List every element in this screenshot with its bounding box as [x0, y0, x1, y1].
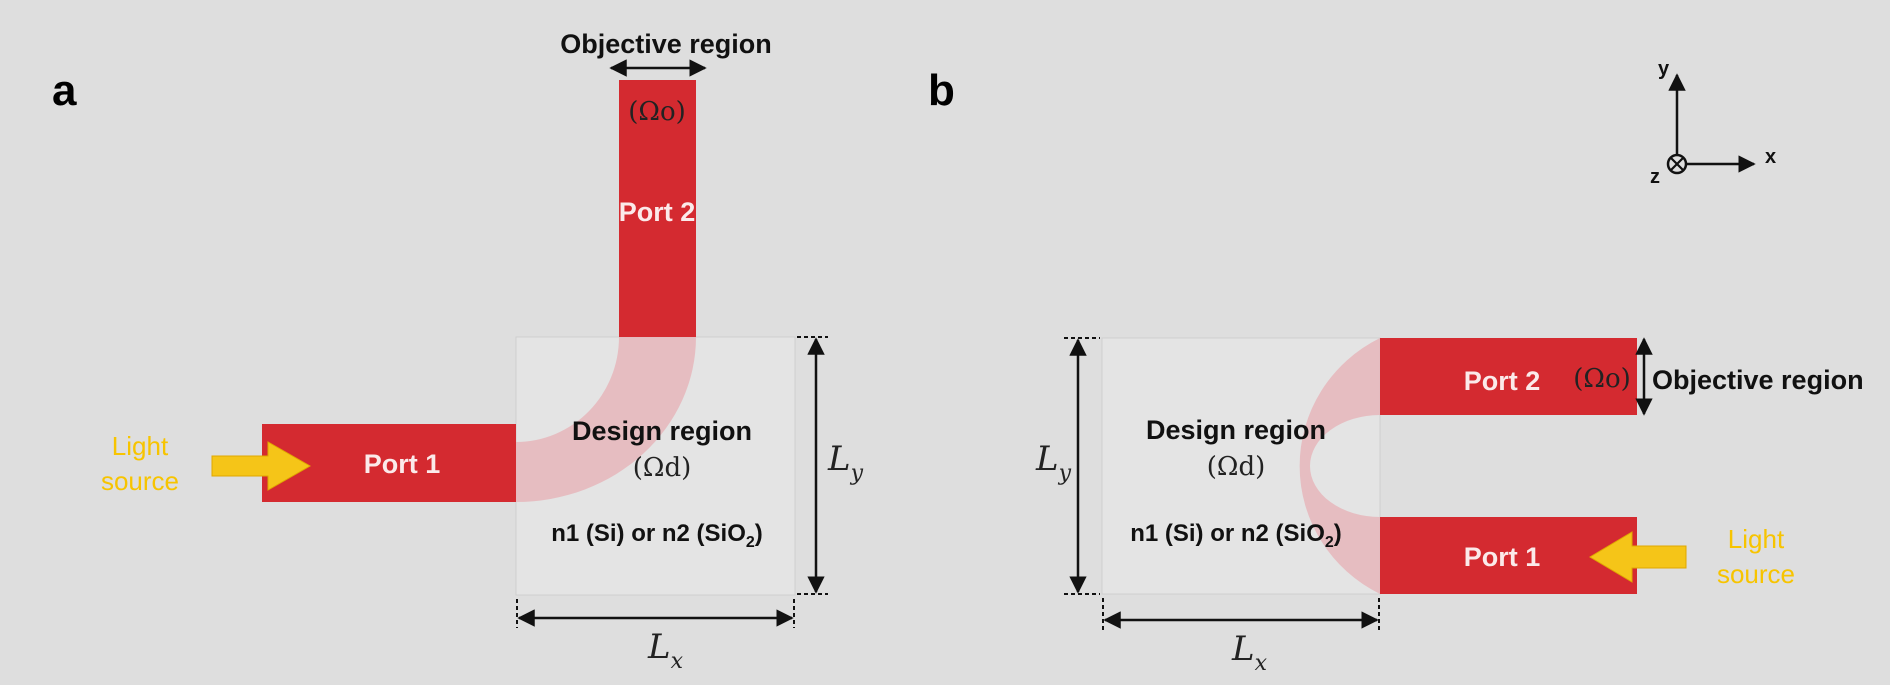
panel-a-letter: a [52, 66, 77, 115]
port1-label-b: Port 1 [1464, 542, 1541, 572]
port2-waveguide-a [619, 80, 696, 337]
port2-label-a: Port 2 [619, 197, 696, 227]
panel-b: b Port 2 (Ωo) Port 1 Objective region De… [928, 66, 1864, 676]
x-axis-label: x [1765, 146, 1776, 168]
bend-guide-b [1299, 338, 1380, 594]
material-label-b: n1 (Si) or n2 (SiO2) [1130, 520, 1342, 551]
panel-b-letter: b [928, 66, 955, 115]
port2-label-b: Port 2 [1464, 366, 1541, 396]
objective-symbol-a: (Ωo) [628, 97, 686, 127]
ly-label-a: Ly [827, 439, 864, 486]
objective-symbol-b: (Ωo) [1573, 364, 1631, 394]
lx-label-a: Lx [647, 627, 684, 674]
panel-a: a Objective region (Ωo) Port 2 Port 1 De… [52, 29, 864, 674]
port2-waveguide-b [1380, 338, 1637, 415]
bend-guide-a [516, 337, 696, 502]
objective-region-label-b: Objective region [1652, 365, 1864, 395]
light-arrow-a [211, 441, 312, 491]
lx-label-b: Lx [1231, 629, 1268, 676]
design-symbol-a: (Ωd) [633, 453, 692, 483]
port1-label-a: Port 1 [364, 449, 441, 479]
ly-label-b: Ly [1035, 439, 1072, 486]
z-axis-label: z [1650, 166, 1660, 188]
y-axis-label: y [1658, 58, 1670, 80]
objective-region-label-a: Objective region [560, 29, 772, 59]
design-region-label-b: Design region [1146, 415, 1326, 445]
design-region-label-a: Design region [572, 416, 752, 446]
coordinate-axes: y x z [1650, 58, 1776, 188]
design-symbol-b: (Ωd) [1207, 452, 1266, 482]
z-axis-cross-2 [1670, 157, 1684, 171]
material-label-a: n1 (Si) or n2 (SiO2) [551, 520, 763, 551]
light-arrow-b [1589, 531, 1687, 583]
